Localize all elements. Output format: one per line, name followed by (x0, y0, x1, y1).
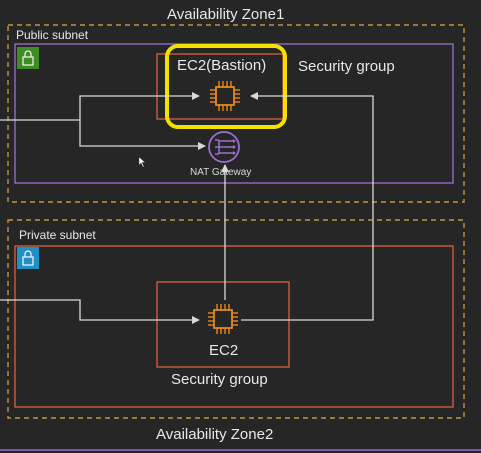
connector-inbound-to-bastion (79, 92, 200, 120)
private-security-group-border (156, 281, 290, 368)
private-subnet-label: Private subnet (19, 228, 96, 242)
bastion-highlight-box (165, 44, 287, 129)
private-ec2-label: EC2 (209, 342, 239, 359)
connector-inbound-to-nat (79, 120, 206, 150)
bastion-security-group-label: Security group (298, 58, 395, 75)
bastion-ec2-label: EC2(Bastion) (177, 57, 267, 74)
mouse-pointer-icon (139, 157, 146, 167)
public-subnet-lock-icon (17, 47, 39, 69)
connector-inbound-private (0, 299, 200, 324)
availability-zone-1-title: Availability Zone1 (167, 6, 285, 23)
connector-ec2-to-bastion (241, 92, 374, 321)
private-subnet-border (14, 245, 454, 408)
private-subnet-lock-icon (17, 247, 39, 269)
public-subnet-label: Public subnet (16, 28, 89, 42)
private-security-group-label: Security group (171, 371, 268, 388)
availability-zone-1-border (7, 24, 465, 203)
nat-gateway-icon[interactable] (207, 130, 241, 164)
availability-zone-2-border (7, 219, 465, 419)
availability-zone-2-title: Availability Zone2 (156, 426, 274, 443)
bastion-ec2-chip-icon[interactable] (208, 79, 242, 113)
private-ec2-chip-icon[interactable] (206, 302, 240, 336)
nat-gateway-label: NAT Gateway (190, 167, 252, 178)
